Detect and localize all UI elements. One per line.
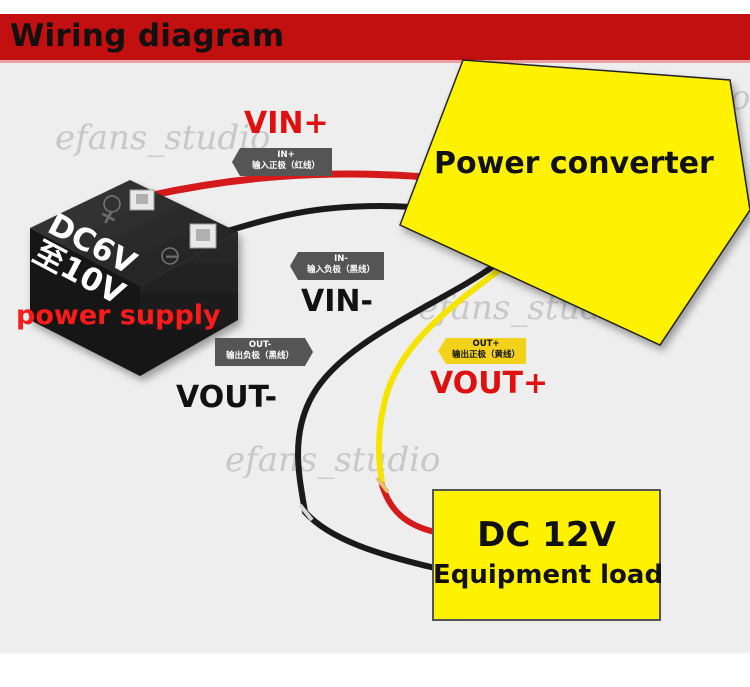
tag-code: OUT-	[248, 340, 272, 350]
load-title: Equipment load	[433, 560, 664, 590]
watermark-text: efans_studio	[55, 118, 271, 158]
equipment-load-box	[432, 489, 661, 621]
watermark-text: efans_studio	[225, 440, 441, 480]
header-bar: Wiring diagram	[0, 14, 750, 63]
power-supply-module	[30, 180, 238, 376]
tag-output-positive	[438, 338, 526, 364]
label-vout-minus: VOUT-	[176, 380, 278, 415]
power-supply-caption: power supply	[16, 300, 221, 331]
tag-input-positive	[232, 148, 332, 176]
label-vin-plus: VIN+	[244, 106, 329, 141]
tag-description: 输入正极（红线）	[251, 161, 320, 171]
tag-input-negative	[290, 252, 384, 280]
tag-code: IN-	[334, 254, 348, 264]
minus-terminal-symbol: −	[164, 244, 181, 268]
tag-code: OUT+	[472, 339, 500, 349]
tag-description: 输出正极（黄线）	[451, 350, 520, 360]
tag-description: 输出负极（黑线）	[225, 351, 294, 361]
tag-description: 输入负极（黑线）	[306, 265, 375, 275]
load-voltage: DC 12V	[477, 515, 616, 555]
tag-output-negative-text: OUT- 输出负极（黑线）	[215, 340, 305, 362]
wire-output-positive	[375, 259, 513, 535]
wire-output-negative	[295, 262, 498, 571]
tag-input-negative-text: IN- 输入负极（黑线）	[298, 254, 384, 276]
page-title: Wiring diagram	[10, 18, 285, 54]
converter-title: Power converter	[434, 146, 714, 181]
tag-code: IN+	[277, 150, 295, 160]
tag-output-negative	[215, 338, 313, 366]
power-converter	[399, 59, 750, 346]
label-vout-plus: VOUT+	[430, 366, 549, 401]
tag-input-positive-text: IN+ 输入正极（红线）	[240, 150, 332, 172]
label-vin-minus: VIN-	[301, 284, 373, 319]
tag-output-positive-text: OUT+ 输出正极（黄线）	[446, 339, 526, 361]
